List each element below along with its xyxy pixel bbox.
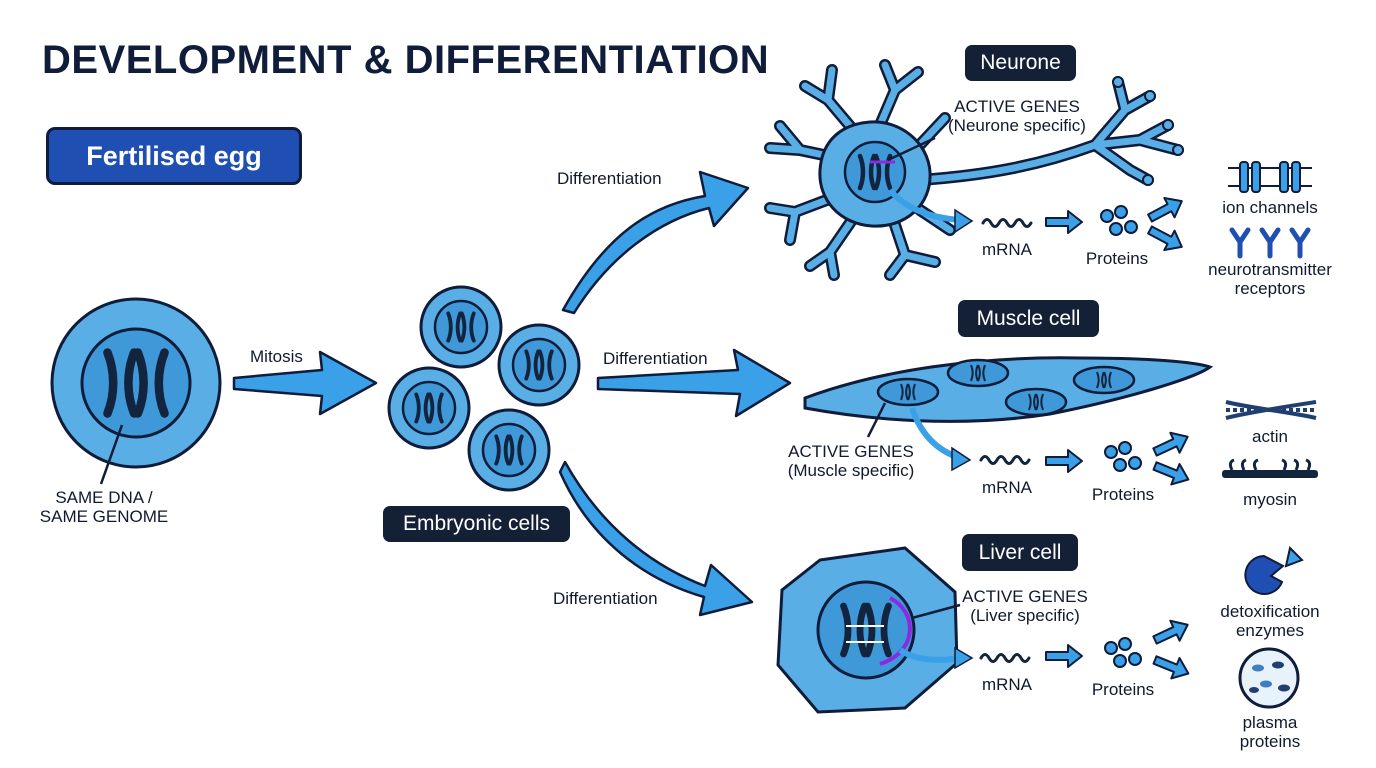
same-genome-line: SAME GENOME <box>39 507 169 526</box>
fertilised-egg-label: Fertilised egg <box>46 127 302 185</box>
plasma-line1: plasma <box>1242 713 1298 732</box>
enzymes-line1: detoxification <box>1220 602 1320 621</box>
liver-genes-title: ACTIVE GENES <box>962 587 1088 606</box>
neurone-proteins-label: Proteins <box>1085 249 1149 268</box>
plasma-line2: proteins <box>1239 732 1301 751</box>
liver-cell-label: Liver cell <box>962 534 1078 571</box>
receptors-label: neurotransmitter receptors <box>1208 260 1332 298</box>
muscle-arrow-myosin <box>1149 454 1194 491</box>
liver-arrow-to-proteins <box>1045 644 1083 668</box>
liver-arrow-plasma <box>1149 648 1194 685</box>
liver-proteins-label: Proteins <box>1091 680 1155 699</box>
muscle-genes-specific: (Muscle specific) <box>787 461 915 480</box>
embryonic-cells <box>387 285 581 492</box>
myosin-icon <box>1222 458 1318 478</box>
neurone-cell <box>764 59 1184 281</box>
neurone-genes-title: ACTIVE GENES <box>954 97 1080 116</box>
plasma-proteins-icon <box>1238 647 1300 709</box>
differentiation-label-muscle: Differentiation <box>603 349 708 368</box>
enzyme-icon <box>1244 546 1304 595</box>
neurone-arrow-ion <box>1143 190 1188 229</box>
liver-mrna-icon <box>979 653 1031 663</box>
neurone-arrow-to-proteins <box>1045 210 1083 234</box>
muscle-mrna-label: mRNA <box>981 478 1033 497</box>
ion-channels-icon <box>1228 161 1312 193</box>
enzymes-line2: enzymes <box>1235 621 1305 640</box>
liver-genes-pointer <box>911 603 961 620</box>
ion-channels-label: ion channels <box>1222 198 1318 217</box>
muscle-genes-pointer <box>866 402 887 438</box>
neurone-mrna-label: mRNA <box>981 240 1033 259</box>
same-dna-annotation: SAME DNA / SAME GENOME <box>40 488 168 526</box>
same-dna-line: SAME DNA / <box>55 488 153 507</box>
muscle-arrow-actin <box>1149 425 1194 463</box>
same-dna-pointer <box>99 424 124 485</box>
muscle-active-genes: ACTIVE GENES (Muscle specific) <box>788 442 915 480</box>
differentiation-label-liver: Differentiation <box>553 589 658 608</box>
neurone-mrna-icon <box>981 218 1033 228</box>
plasma-proteins-label: plasma proteins <box>1240 713 1300 751</box>
liver-gene-arrow <box>898 647 961 663</box>
differentiation-arrow-liver <box>558 460 754 617</box>
myosin-label: myosin <box>1243 490 1297 509</box>
muscle-cell <box>803 356 1214 423</box>
muscle-arrow-to-proteins <box>1045 449 1083 473</box>
mitosis-arrow <box>232 350 378 416</box>
receptors-line2: receptors <box>1234 279 1306 298</box>
neurone-proteins-icon <box>1100 205 1138 236</box>
muscle-proteins-icon <box>1104 441 1142 472</box>
embryonic-cells-label: Embryonic cells <box>383 506 570 542</box>
liver-active-genes: ACTIVE GENES (Liver specific) <box>962 587 1088 625</box>
enzymes-label: detoxification enzymes <box>1220 602 1319 640</box>
liver-proteins-icon <box>1104 637 1142 668</box>
muscle-cell-label: Muscle cell <box>958 300 1099 337</box>
receptors-icon <box>1229 227 1311 259</box>
liver-arrow-enzymes <box>1149 613 1194 651</box>
diagram-title: DEVELOPMENT & DIFFERENTIATION <box>42 38 770 82</box>
differentiation-label-neurone: Differentiation <box>557 169 662 188</box>
muscle-proteins-label: Proteins <box>1091 485 1155 504</box>
muscle-genes-title: ACTIVE GENES <box>788 442 914 461</box>
neurone-genes-specific: (Neurone specific) <box>948 116 1086 135</box>
actin-label: actin <box>1252 427 1288 446</box>
receptors-line1: neurotransmitter <box>1208 260 1332 279</box>
neurone-label: Neurone <box>965 45 1076 81</box>
differentiation-arrow-muscle <box>596 348 792 418</box>
actin-icon <box>1225 400 1317 420</box>
neurone-active-genes: ACTIVE GENES (Neurone specific) <box>948 97 1086 135</box>
neurone-genes-pointer <box>887 136 936 162</box>
neurone-arrow-receptor <box>1143 219 1188 258</box>
neurone-gene-arrow <box>887 188 963 223</box>
differentiation-arrow-neurone <box>561 170 750 315</box>
fertilised-egg-cell <box>50 297 222 469</box>
liver-mrna-label: mRNA <box>981 675 1033 694</box>
mitosis-label: Mitosis <box>250 347 303 366</box>
liver-cell <box>776 546 959 714</box>
muscle-mrna-icon <box>979 455 1031 465</box>
liver-genes-specific: (Liver specific) <box>970 606 1080 625</box>
